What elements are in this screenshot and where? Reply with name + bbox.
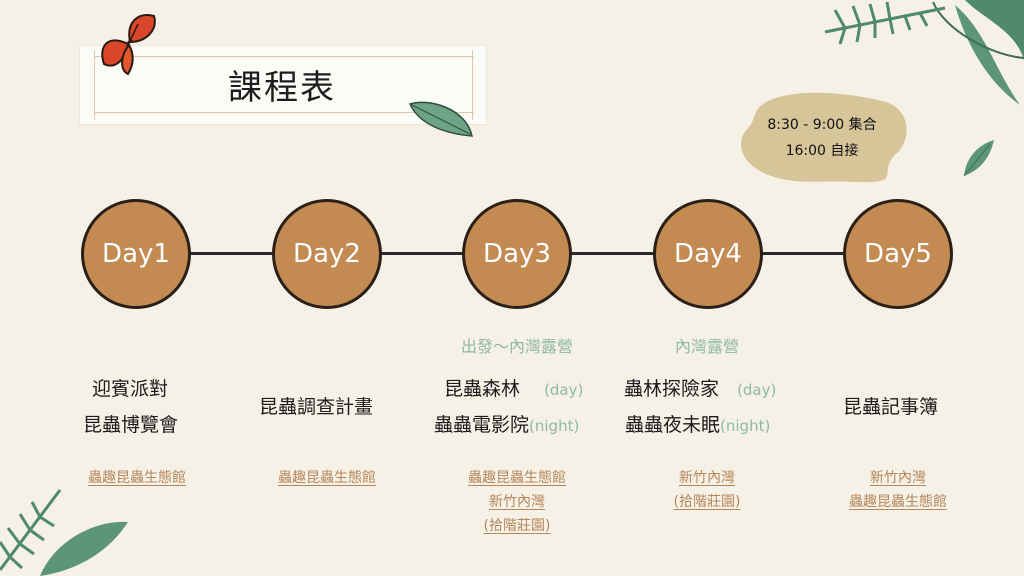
day4-location-2[interactable]: (拾階莊園)	[673, 494, 741, 510]
day4-location-1[interactable]: 新竹內灣	[679, 470, 735, 486]
day5-label: Day5	[864, 239, 932, 269]
day3-activity-2: 蟲蟲電影院(night)	[434, 410, 579, 437]
leaves-top-right-icon	[824, 0, 1024, 105]
day2-location-1[interactable]: 蟲趣昆蟲生態館	[278, 470, 376, 486]
leaves-bottom-left-icon	[0, 489, 128, 576]
day4-activity-1-tag: (day)	[737, 381, 777, 399]
day3-activity-1: 昆蟲森林 (day)	[444, 374, 583, 401]
day4-activity-2-text: 蟲蟲夜未眠	[625, 414, 721, 436]
schedule-gather-time: 8:30 - 9:00 集合	[767, 117, 877, 133]
schedule-blob	[741, 92, 907, 183]
schedule-text: 8:30 - 9:00 集合 16:00 自接	[752, 112, 892, 164]
day3-activity-2-text: 蟲蟲電影院	[434, 414, 530, 436]
day1-location-1[interactable]: 蟲趣昆蟲生態館	[88, 470, 186, 486]
day2-label: Day2	[293, 239, 361, 269]
day2-circle: Day2	[272, 199, 382, 309]
day1-label: Day1	[102, 239, 170, 269]
day3-location-3[interactable]: (拾階莊園)	[483, 518, 551, 534]
day3-location-1[interactable]: 蟲趣昆蟲生態館	[468, 470, 566, 486]
day3-activity-1-tag: (day)	[544, 381, 584, 399]
day5-location[interactable]: 新竹內灣 蟲趣昆蟲生態館	[803, 466, 993, 514]
day4-activity-1: 蟲林探險家 (day)	[624, 374, 776, 401]
day3-location-2[interactable]: 新竹內灣	[489, 494, 545, 510]
page-title: 課程表	[228, 68, 336, 108]
day3-circle: Day3	[462, 199, 572, 309]
day4-activity-2-tag: (night)	[720, 417, 771, 435]
day5-circle: Day5	[843, 199, 953, 309]
day4-activity-1-text: 蟲林探險家	[624, 378, 720, 400]
day1-circle: Day1	[81, 199, 191, 309]
schedule-pickup-time: 16:00 自接	[785, 143, 859, 159]
butterfly-icon	[101, 14, 156, 76]
day5-location-1[interactable]: 新竹內灣	[870, 470, 926, 486]
day3-location[interactable]: 蟲趣昆蟲生態館 新竹內灣 (拾階莊園)	[422, 466, 612, 538]
day5-location-2[interactable]: 蟲趣昆蟲生態館	[849, 494, 947, 510]
day1-activity-1: 迎賓派對	[92, 378, 169, 400]
day5-activity-1: 昆蟲記事簿	[843, 396, 939, 418]
day3-activity-1-text: 昆蟲森林	[444, 378, 521, 400]
day4-activity-2: 蟲蟲夜未眠(night)	[625, 410, 770, 437]
day3-subtitle: 出發～內灣露營	[460, 337, 573, 356]
small-leaf-icon	[963, 140, 994, 177]
day2-activity-1: 昆蟲調查計畫	[259, 396, 374, 418]
day1-activity-2: 昆蟲博覽會	[83, 414, 179, 436]
day2-location[interactable]: 蟲趣昆蟲生態館	[232, 466, 422, 490]
leaf-icon	[408, 101, 473, 137]
day4-circle: Day4	[653, 199, 763, 309]
day3-activity-2-tag: (night)	[529, 417, 580, 435]
day1-location[interactable]: 蟲趣昆蟲生態館	[42, 466, 232, 490]
day4-label: Day4	[674, 239, 742, 269]
day4-location[interactable]: 新竹內灣 (拾階莊園)	[612, 466, 802, 514]
day4-subtitle: 內灣露營	[674, 337, 739, 356]
day3-label: Day3	[483, 239, 551, 269]
